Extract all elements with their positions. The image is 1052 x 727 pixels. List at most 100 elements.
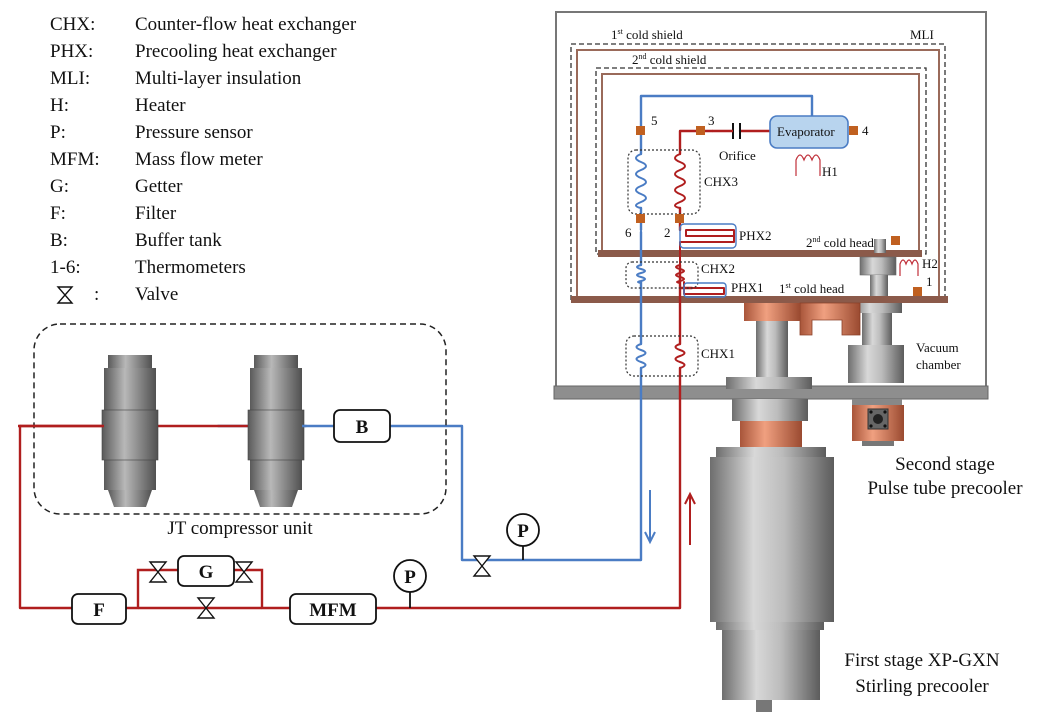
legend-abbr-mfm: MFM: xyxy=(50,149,100,170)
chx2-label: CHX2 xyxy=(701,261,735,276)
high-pressure-line xyxy=(18,263,694,610)
phx2-label: PHX2 xyxy=(739,228,772,243)
legend-abbr-chx: CHX: xyxy=(50,14,95,35)
heater-h2-icon xyxy=(899,259,919,276)
chx1-box xyxy=(625,335,699,377)
copper-bracket xyxy=(799,302,861,336)
chx3-label: CHX3 xyxy=(704,174,738,189)
second-stage-label-1: Second stage xyxy=(895,454,995,475)
vacuum-label-1: Vacuum xyxy=(916,340,959,355)
legend-abbr-p: P: xyxy=(50,122,66,143)
second-cold-head-plate xyxy=(598,250,922,257)
pressure-sensor-return xyxy=(506,513,540,547)
filter-label: F xyxy=(93,600,105,621)
thermometer-3 xyxy=(696,126,705,135)
phx2-box xyxy=(679,223,737,249)
pressure-label-supply: P xyxy=(404,567,416,588)
pressure-sensor-supply xyxy=(393,559,427,593)
legend-desc-b: Buffer tank xyxy=(135,230,222,251)
chx2-box xyxy=(625,261,699,289)
t1-label: 1 xyxy=(926,274,933,289)
second-stage-label-2: Pulse tube precooler xyxy=(867,478,1023,499)
heater-h1-icon xyxy=(795,154,821,176)
second-cold-shield xyxy=(601,73,920,253)
legend-desc-g: Getter xyxy=(135,176,183,197)
h1-label: H1 xyxy=(822,164,838,179)
legend-desc-thermo: Thermometers xyxy=(135,257,246,278)
t2-label: 2 xyxy=(664,225,671,240)
t4-label: 4 xyxy=(862,123,869,138)
jt-compressor-unit-outline xyxy=(33,323,447,515)
valve-getter-in[interactable] xyxy=(148,561,168,583)
thermometer-2 xyxy=(675,214,684,223)
pressure-label-return: P xyxy=(517,521,529,542)
chx1-low-coil xyxy=(635,343,647,369)
thermometer-1 xyxy=(913,287,922,296)
second-cold-head-label: 2nd cold head xyxy=(806,235,874,250)
thermometer-6 xyxy=(636,214,645,223)
phx1-label: PHX1 xyxy=(731,280,764,295)
legend-abbr-valve: : xyxy=(94,284,99,305)
valve-return[interactable] xyxy=(472,555,492,577)
t5-label: 5 xyxy=(651,113,658,128)
valve-getter-out[interactable] xyxy=(234,561,254,583)
chx3-high-coil xyxy=(674,153,686,209)
first-cold-head-plate xyxy=(571,296,948,303)
thermometer-h2 xyxy=(891,236,900,245)
first-shield-label: 1st cold shield xyxy=(611,27,683,42)
chx3-low-coil xyxy=(635,153,647,209)
h2-label: H2 xyxy=(922,256,938,271)
getter-label: G xyxy=(199,562,214,583)
buffer-tank xyxy=(333,409,391,443)
mli-label: MLI xyxy=(910,27,934,42)
chx3-box xyxy=(627,149,701,215)
legend-desc-p: Pressure sensor xyxy=(135,122,253,143)
thermometer-5 xyxy=(636,126,645,135)
up-arrow-icon xyxy=(684,491,696,545)
orifice-label: Orifice xyxy=(719,148,756,163)
chx1-label: CHX1 xyxy=(701,346,735,361)
legend-desc-phx: Precooling heat exchanger xyxy=(135,41,337,62)
t6-label: 6 xyxy=(625,225,632,240)
phx1-box xyxy=(683,282,727,298)
legend-abbr-mli: MLI: xyxy=(50,68,90,89)
getter xyxy=(177,555,235,587)
evaporator-box xyxy=(769,115,849,149)
legend-abbr-f: F: xyxy=(50,203,66,224)
legend-desc-f: Filter xyxy=(135,203,177,224)
first-cold-head-label: 1st cold head xyxy=(779,281,845,296)
second-shield-label: 2nd cold shield xyxy=(632,52,707,67)
legend-desc-mfm: Mass flow meter xyxy=(135,149,263,170)
compressor-left xyxy=(101,355,159,507)
legend-desc-mli: Multi-layer insulation xyxy=(135,68,302,89)
legend-abbr-b: B: xyxy=(50,230,68,251)
chx1-high-coil xyxy=(674,343,686,369)
legend-desc-valve: Valve xyxy=(135,284,178,305)
legend-abbr-h: H: xyxy=(50,95,69,116)
valve-bypass[interactable] xyxy=(196,597,216,619)
thermometers xyxy=(636,126,922,296)
legend-desc-chx: Counter-flow heat exchanger xyxy=(135,14,357,35)
stirling-precooler xyxy=(710,303,834,712)
legend: CHX: Counter-flow heat exchanger PHX: Pr… xyxy=(50,14,357,305)
legend-abbr-g: G: xyxy=(50,176,69,197)
chx2-low-coil xyxy=(636,264,646,284)
compressor-right xyxy=(247,355,305,507)
orifice-symbol xyxy=(712,123,741,139)
buffer-label: B xyxy=(356,417,369,438)
mfm-label: MFM xyxy=(309,600,357,621)
evaporator-label: Evaporator xyxy=(777,124,835,139)
vacuum-label-2: chamber xyxy=(916,357,961,372)
compressor-unit-label: JT compressor unit xyxy=(167,518,313,539)
legend-abbr-phx: PHX: xyxy=(50,41,93,62)
legend-desc-h: Heater xyxy=(135,95,186,116)
filter xyxy=(71,593,127,625)
first-stage-label-1: First stage XP-GXN xyxy=(844,650,999,671)
vacuum-chamber xyxy=(553,11,989,400)
down-arrow-icon xyxy=(644,490,656,545)
legend-abbr-thermo: 1-6: xyxy=(50,257,81,278)
mass-flow-meter xyxy=(289,593,377,625)
pulse-tube-precooler xyxy=(848,239,904,446)
first-stage-label-2: Stirling precooler xyxy=(855,676,989,697)
